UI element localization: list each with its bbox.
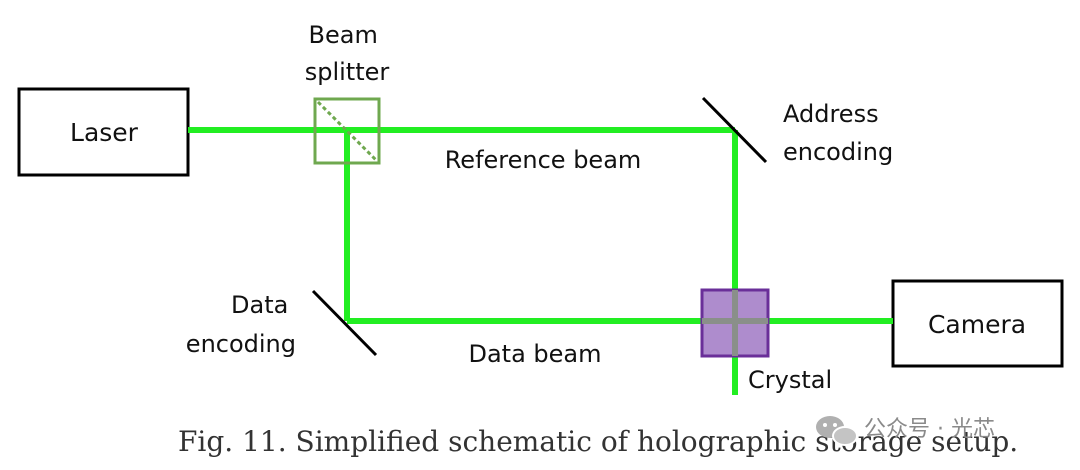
data-encoding-label-line1: Data — [231, 291, 288, 319]
laser-box — [17, 87, 190, 177]
laser-label: Laser — [70, 118, 139, 147]
camera-box — [891, 279, 1064, 368]
beam-splitter-label-line2: splitter — [305, 58, 390, 86]
reference-beam-label: Reference beam — [445, 146, 642, 174]
beam-splitter-cube — [313, 97, 381, 165]
data-beam-label: Data beam — [468, 340, 601, 368]
figure-caption: Fig. 11. Simplified schematic of hologra… — [178, 425, 1018, 458]
camera-label: Camera — [928, 310, 1026, 339]
data-encoding-mirror — [311, 289, 378, 357]
beam-splitter-label-line1: Beam — [309, 21, 378, 49]
address-encoding-label-line2: encoding — [783, 138, 893, 166]
beam-splitter-label: Beam splitter — [305, 21, 390, 86]
watermark-text: 公众号 · 光芯 — [864, 417, 995, 442]
address-encoding-label: Address encoding — [783, 100, 893, 166]
address-encoding-label-line1: Address — [783, 100, 879, 128]
wechat-icon — [816, 416, 858, 446]
crystal-label: Crystal — [748, 366, 832, 394]
data-encoding-label: Data encoding — [186, 291, 296, 358]
address-encoding-mirror — [701, 96, 768, 164]
data-encoding-label-line2: encoding — [186, 330, 296, 358]
